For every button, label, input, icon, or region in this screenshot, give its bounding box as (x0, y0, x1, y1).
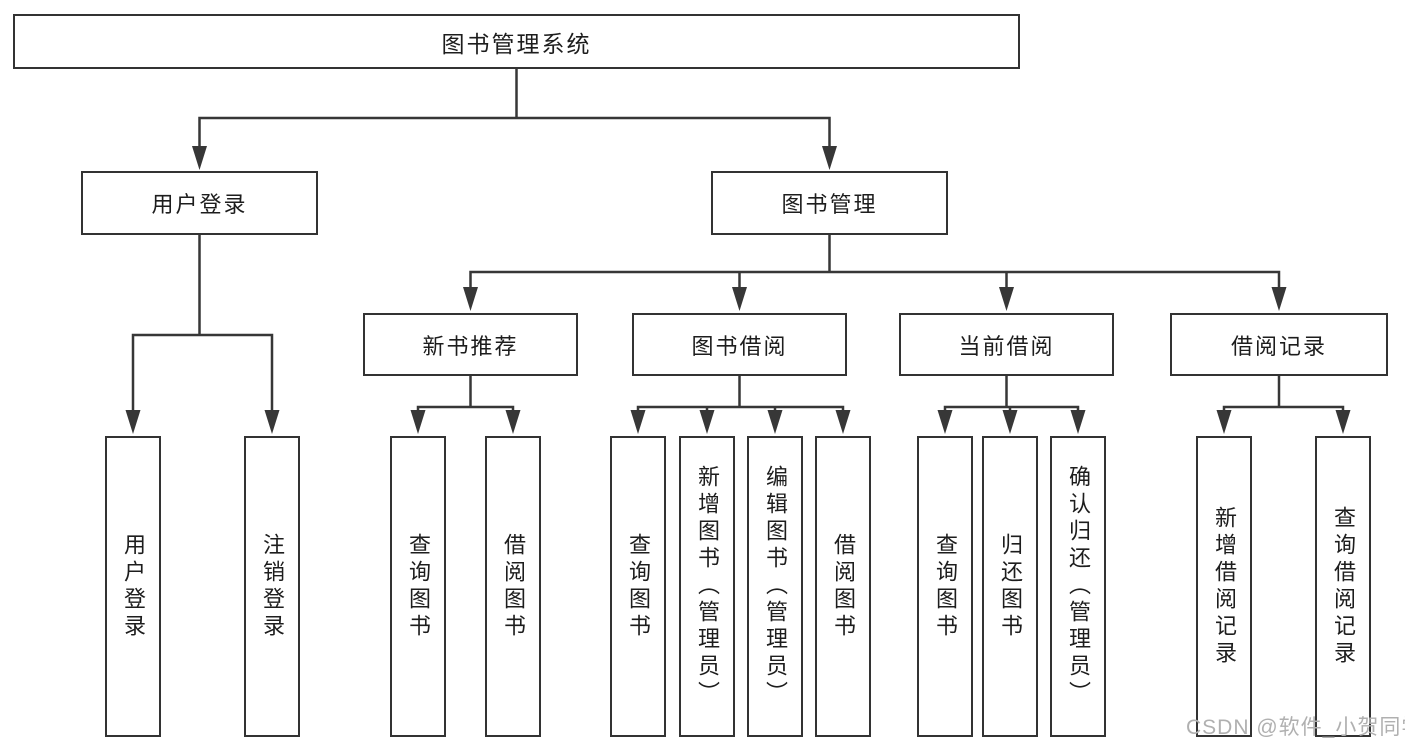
leaf-return-book: 归还图书 (982, 436, 1038, 737)
node-borrowing-records: 借阅记录 (1170, 313, 1388, 376)
leaf-borrow-query-book: 查询图书 (610, 436, 666, 737)
node-library-management-system: 图书管理系统 (13, 14, 1020, 69)
leaf-borrow-book: 借阅图书 (815, 436, 871, 737)
leaf-edit-book-admin: 编辑图书（管理员） (747, 436, 803, 737)
leaf-query-borrow-record: 查询借阅记录 (1315, 436, 1371, 737)
csdn-watermark: CSDN @软件_小贺同学 (1186, 716, 1405, 739)
node-new-book-recommendation: 新书推荐 (363, 313, 578, 376)
leaf-recommend-query-book: 查询图书 (390, 436, 446, 737)
leaf-recommend-borrow-book: 借阅图书 (485, 436, 541, 737)
node-user-login: 用户登录 (81, 171, 318, 235)
leaf-user-login: 用户登录 (105, 436, 161, 737)
leaf-add-borrow-record: 新增借阅记录 (1196, 436, 1252, 737)
node-book-borrowing: 图书借阅 (632, 313, 847, 376)
leaf-add-book-admin: 新增图书（管理员） (679, 436, 735, 737)
node-current-borrowing: 当前借阅 (899, 313, 1114, 376)
leaf-logout: 注销登录 (244, 436, 300, 737)
node-book-management: 图书管理 (711, 171, 948, 235)
leaf-confirm-return-admin: 确认归还（管理员） (1050, 436, 1106, 737)
leaf-current-query-book: 查询图书 (917, 436, 973, 737)
